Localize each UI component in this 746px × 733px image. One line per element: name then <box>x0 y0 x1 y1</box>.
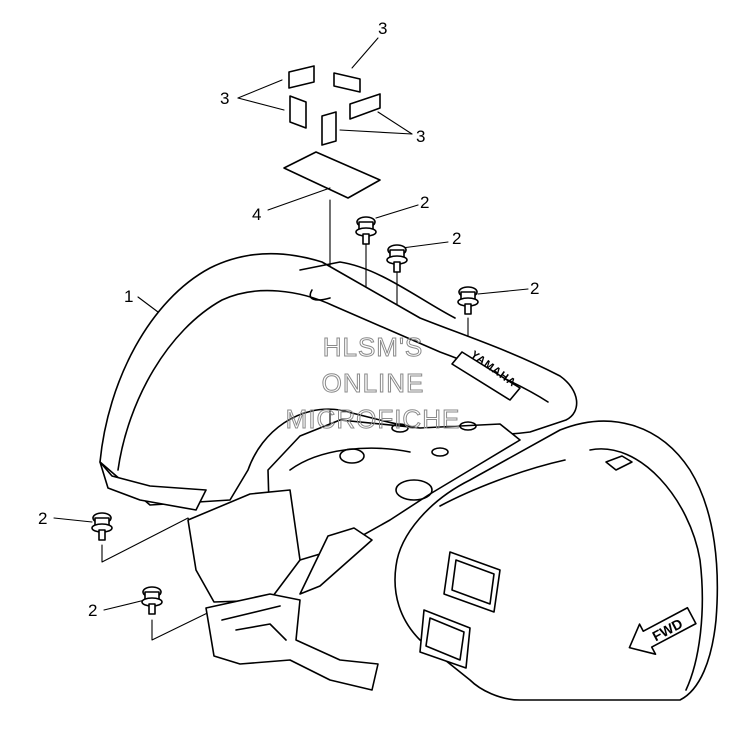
callout-part-2-c: 2 <box>530 279 539 298</box>
callout-part-3-top: 3 <box>378 19 387 38</box>
callout-part-2-e: 2 <box>88 601 97 620</box>
watermark: HLSM'S ONLINE MICROFICHE <box>285 332 461 435</box>
rear-fender-part-1: YAMAHA <box>99 252 719 701</box>
callout-part-2-b: 2 <box>452 229 461 248</box>
watermark-line-2: ONLINE <box>322 368 425 398</box>
fwd-arrow: FWD <box>628 606 697 655</box>
plate-part-4 <box>283 151 381 199</box>
bolt-part-2 <box>91 216 479 615</box>
callout-part-3-left: 3 <box>220 89 229 108</box>
watermark-line-3: MICROFICHE <box>286 404 461 434</box>
decal-part-3 <box>288 65 381 146</box>
callout-part-2-d: 2 <box>38 509 47 528</box>
callouts: 3 3 3 4 2 2 2 1 2 2 <box>38 19 539 620</box>
watermark-line-1: HLSM'S <box>323 332 424 362</box>
callout-part-2-a: 2 <box>420 193 429 212</box>
callout-part-3-right: 3 <box>416 127 425 146</box>
callout-part-4: 4 <box>252 205 261 224</box>
callout-part-1: 1 <box>124 287 133 306</box>
